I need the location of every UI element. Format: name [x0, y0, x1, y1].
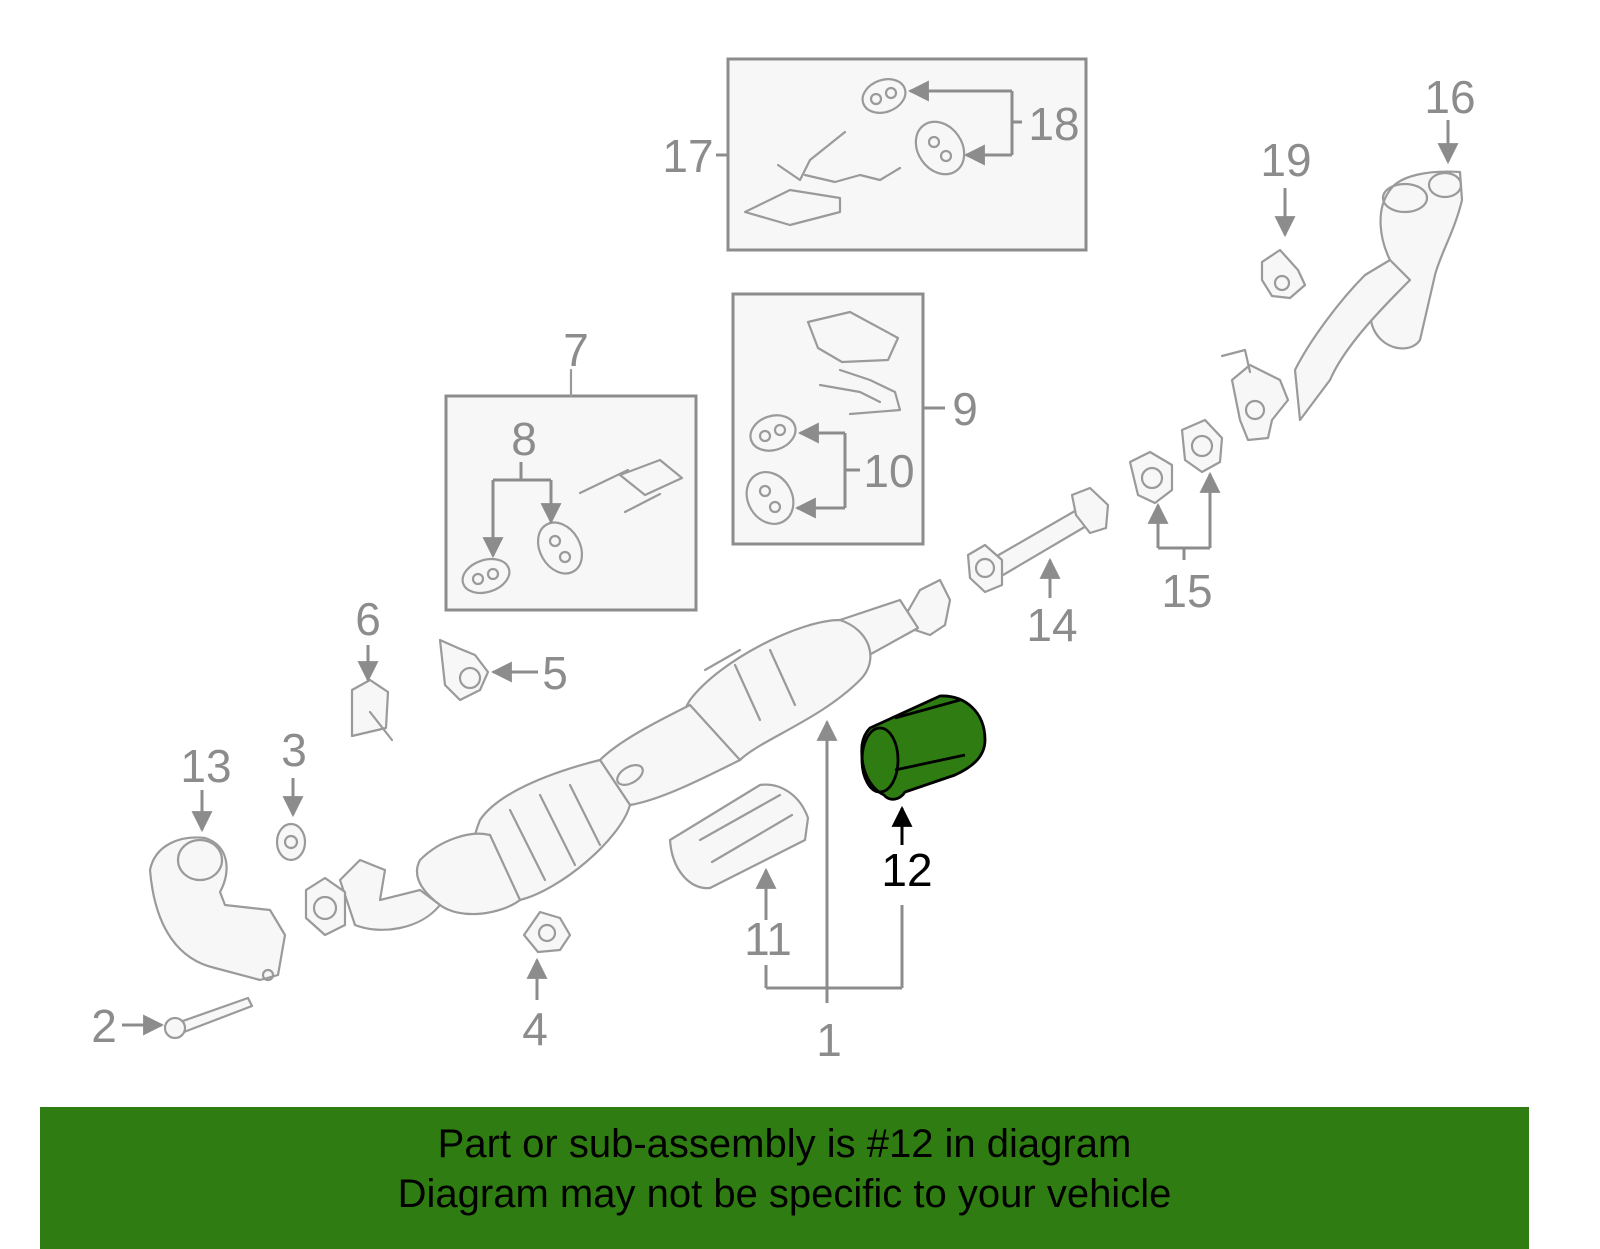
callout-11: 11	[744, 913, 792, 965]
info-banner: Part or sub-assembly is #12 in diagram D…	[40, 1107, 1529, 1249]
callout-4: 4	[522, 1003, 548, 1055]
callout-8: 8	[511, 413, 537, 465]
bolt-2	[122, 996, 254, 1040]
catalytic-converter-assembly-1	[304, 578, 952, 1003]
callout-19: 19	[1260, 134, 1311, 186]
callout-13: 13	[180, 740, 231, 792]
callout-2: 2	[91, 1000, 117, 1052]
intermediate-pipe-14	[966, 486, 1110, 598]
callout-6: 6	[355, 593, 381, 645]
callout-3: 3	[281, 724, 307, 776]
callout-12: 12	[881, 844, 932, 896]
callout-10: 10	[863, 445, 914, 497]
stud-6	[350, 645, 394, 742]
callout-1: 1	[816, 1014, 842, 1066]
exhaust-pipe-13	[148, 790, 287, 982]
callout-16: 16	[1424, 71, 1475, 123]
callout-14: 14	[1026, 599, 1077, 651]
heat-shield-12-highlighted[interactable]	[860, 694, 987, 845]
hanger-kit-box-7	[444, 368, 698, 612]
heat-shield-11	[668, 783, 810, 920]
callout-7: 7	[563, 324, 589, 376]
nut-5	[438, 638, 538, 702]
nut-3	[275, 778, 307, 862]
gasket-4	[522, 910, 572, 1000]
callout-5: 5	[542, 647, 568, 699]
hanger-kit-box-9	[731, 292, 945, 546]
banner-line-1: Part or sub-assembly is #12 in diagram	[437, 1122, 1132, 1166]
hanger-kit-box-17	[716, 57, 1088, 252]
callout-15: 15	[1161, 565, 1212, 617]
banner-line-2: Diagram may not be specific to your vehi…	[397, 1172, 1172, 1216]
tailpipe-assembly	[1220, 120, 1464, 442]
callout-18: 18	[1028, 98, 1079, 150]
callout-9: 9	[952, 383, 978, 435]
gaskets-15	[1128, 418, 1224, 560]
callout-17: 17	[662, 130, 713, 182]
